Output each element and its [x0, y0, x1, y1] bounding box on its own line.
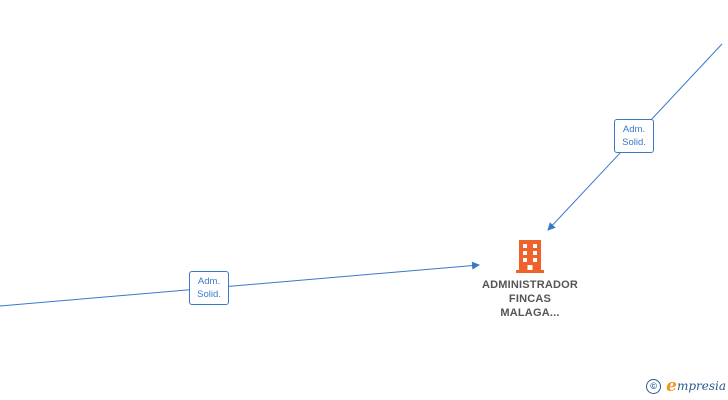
company-name-line: FINCAS	[508, 293, 552, 305]
company-name-line: MALAGA...	[500, 307, 560, 319]
copyright-icon: ©	[646, 378, 662, 394]
edge-role-line2: Solid.	[622, 137, 646, 148]
building-icon	[516, 240, 544, 273]
edge-label-top-right[interactable]: Adm. Solid.	[614, 119, 654, 153]
brand-e: e	[666, 376, 677, 396]
empresia-logo: © e mpresia	[646, 376, 726, 396]
company-name: ADMINISTRADOR FINCAS MALAGA...	[470, 278, 590, 320]
company-node[interactable]: ADMINISTRADOR FINCAS MALAGA...	[470, 238, 590, 320]
brand-text: mpresia	[676, 379, 726, 393]
edge-role-line2: Solid.	[197, 289, 221, 300]
edge-line-left	[0, 261, 480, 307]
edge-role-line1: Adm.	[622, 124, 646, 135]
edge-role-line1: Adm.	[197, 276, 221, 287]
edge-label-left[interactable]: Adm. Solid.	[189, 271, 229, 305]
company-name-line: ADMINISTRADOR	[481, 279, 579, 291]
